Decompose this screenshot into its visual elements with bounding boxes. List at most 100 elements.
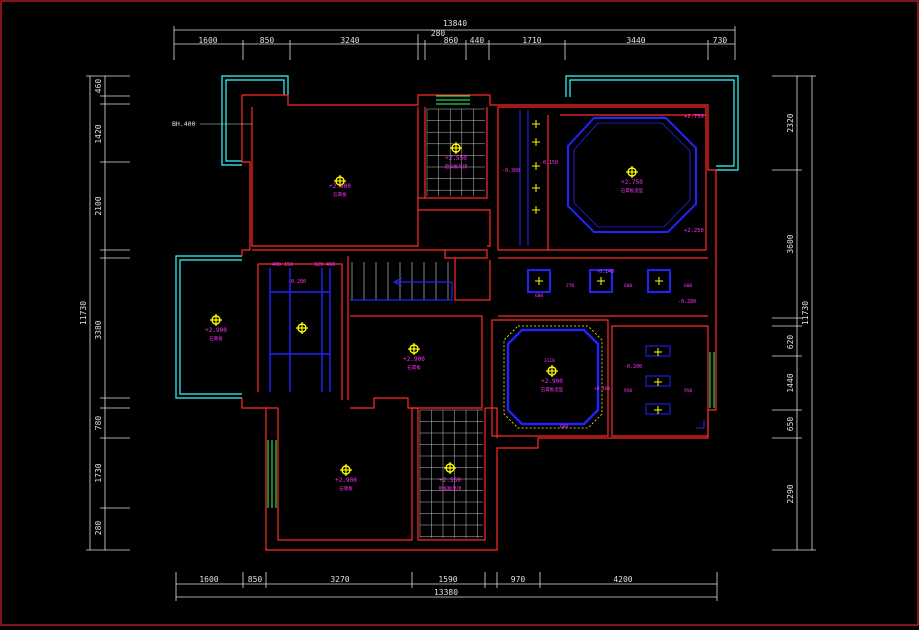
room-level: +2.900 (403, 356, 425, 363)
top-total-dim: 13840 (443, 19, 467, 28)
ceiling-lights (210, 120, 663, 476)
room-level: +2.900 (541, 378, 563, 385)
beam-label: 600 (684, 283, 692, 289)
light-fixture-icon (334, 175, 346, 187)
beam-label: 600 (535, 293, 543, 299)
right-dim-seg: 2290 (786, 484, 795, 503)
room-level: +2.550 (445, 155, 467, 162)
octagon-ceiling-lower (506, 328, 600, 426)
room-material: 石膏板造型 (621, 187, 644, 194)
bh-label: BH.400 (172, 120, 196, 128)
spot-light-icon (532, 120, 540, 128)
lower-right-fixtures (645, 345, 705, 429)
room-material: 石膏板造型 (541, 386, 564, 393)
corridor-dim: 400 150 (272, 262, 293, 268)
corridor-ceiling-lines (269, 268, 331, 392)
left-dim-seg: 1420 (94, 124, 103, 143)
bottom-dimension-chain (175, 572, 718, 601)
room-material: 石膏板 (209, 335, 223, 342)
light-fixture-icon (340, 464, 352, 476)
top-mid-dim: 280 (431, 29, 446, 38)
top-dim-seg: 1600 (198, 36, 217, 45)
left-total-dim: 11730 (79, 301, 88, 325)
right-dimension-chain (772, 75, 816, 551)
lower-right-level: 950 (684, 388, 692, 394)
lower-right-level: -0.200 (624, 364, 642, 370)
walls (241, 94, 717, 551)
beam-label: 270 (566, 283, 574, 289)
upper-right-level: +2.750 (684, 114, 704, 120)
top-dim-seg: 3440 (626, 36, 645, 45)
room-material: 石膏板 (339, 485, 353, 492)
right-dim-seg: 620 (786, 335, 795, 350)
lower-right-level: +0.100 (594, 386, 611, 392)
spot-light-icon (532, 162, 540, 170)
left-dimension-chain (86, 75, 130, 551)
window-marks (267, 95, 715, 508)
right-dim-seg: 650 (786, 417, 795, 432)
left-dim-seg: 1730 (94, 463, 103, 482)
light-fixture-icon (210, 314, 222, 326)
stair-arrow (350, 277, 453, 301)
bottom-dim-seg: 970 (511, 575, 526, 584)
aluminum-grid-ceiling-bottom (419, 409, 483, 538)
lower-mid-mark: 600 (560, 424, 568, 430)
top-dim-seg: 1710 (522, 36, 541, 45)
light-fixture-icon (408, 343, 420, 355)
light-fixture-icon (626, 166, 638, 178)
room-level: +2.750 (621, 179, 643, 186)
balconies (175, 75, 739, 399)
bottom-dim-seg: 1600 (199, 575, 218, 584)
small-level: -0.150 (540, 160, 558, 166)
top-dim-seg: 860 (444, 36, 459, 45)
beam-boxes (527, 269, 671, 293)
bottom-dim-seg: 3270 (330, 575, 349, 584)
room-level: +2.900 (205, 327, 227, 334)
bottom-total-dim: 13380 (434, 588, 458, 597)
light-fixture-icon (546, 365, 558, 377)
room-material: 石膏板 (333, 191, 347, 198)
spot-light-icon (655, 277, 663, 285)
right-total-dim: 11730 (801, 301, 810, 325)
left-dim-seg: 280 (94, 521, 103, 536)
top-dim-seg: 850 (260, 36, 275, 45)
right-dim-seg: 3600 (786, 234, 795, 253)
small-level: -0.300 (502, 168, 520, 174)
spot-light-icon (535, 277, 543, 285)
octagon-ceiling-upper (567, 117, 697, 233)
room-material: 石膏板 (407, 364, 421, 371)
spot-light-icon (597, 277, 605, 285)
lower-mid-mark: 3110 (544, 358, 555, 364)
left-dim-seg: 460 (94, 79, 103, 94)
left-dim-seg: 780 (94, 416, 103, 431)
room-material: 铝扣板吊顶 (439, 485, 462, 492)
right-dim-seg: 2320 (786, 113, 795, 132)
upper-right-level2: +2.250 (684, 228, 704, 234)
top-dim-seg: 440 (470, 36, 485, 45)
light-fixture-icon (444, 462, 456, 474)
lower-right-level: 950 (624, 388, 632, 394)
room-level: +2.550 (439, 477, 461, 484)
staircase (351, 262, 449, 300)
small-level: -0.140 (596, 269, 614, 275)
octagon-ceiling-lower-outline (503, 325, 603, 429)
top-dim-seg: 730 (713, 36, 728, 45)
light-fixture-icon (296, 322, 308, 334)
bottom-dim-seg: 1590 (438, 575, 457, 584)
top-dimension-chain (173, 26, 736, 60)
room-material: 铝扣板吊顶 (445, 163, 468, 170)
mid-right-level: -0.280 (678, 299, 696, 305)
aluminum-grid-ceiling-top (426, 108, 485, 196)
spot-light-icon (532, 206, 540, 214)
upper-right-strip (519, 110, 529, 246)
spot-light-icon (532, 184, 540, 192)
corridor-dim: 329 460 (314, 262, 335, 268)
top-dim-seg: 3240 (340, 36, 359, 45)
spot-light-icon (654, 378, 662, 386)
corridor-level: -0.200 (288, 279, 306, 285)
light-fixture-icon (450, 142, 462, 154)
room-level: +2.900 (335, 477, 357, 484)
